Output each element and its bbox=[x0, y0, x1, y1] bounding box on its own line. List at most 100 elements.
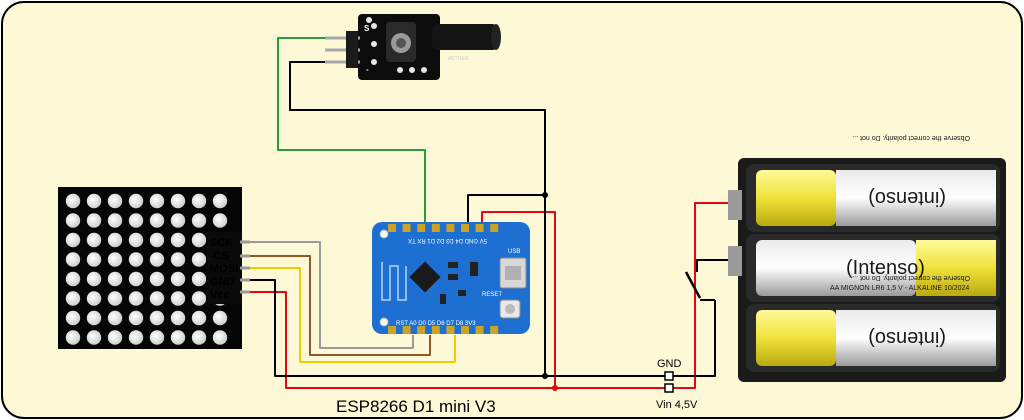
battery-cell: (Intenso)AA MIGNON LR6 1,5 V - ALKALINE … bbox=[746, 234, 1000, 302]
led-dot bbox=[149, 271, 165, 287]
led-dot bbox=[170, 252, 186, 267]
led-dot bbox=[149, 310, 165, 326]
led-dot bbox=[149, 291, 165, 306]
board-pin bbox=[446, 326, 455, 334]
wire-black-sensor bbox=[289, 61, 546, 228]
led-dot bbox=[107, 330, 123, 345]
terminal-gnd bbox=[664, 371, 674, 381]
led-dot bbox=[107, 271, 123, 287]
junction-dot bbox=[542, 192, 548, 198]
board-pin bbox=[417, 326, 426, 334]
led-dot bbox=[170, 232, 186, 248]
board-pin bbox=[388, 224, 396, 232]
board-pin bbox=[402, 224, 411, 232]
led-dot bbox=[86, 193, 102, 209]
led-dot bbox=[86, 232, 102, 248]
led-dot bbox=[191, 252, 207, 267]
led-dot bbox=[65, 330, 81, 345]
junction-dot bbox=[552, 385, 558, 391]
battery-brand: (Intenso) bbox=[846, 257, 925, 279]
led-dot bbox=[65, 193, 81, 209]
led-dot bbox=[86, 291, 102, 306]
led-dot bbox=[191, 330, 207, 345]
led-dot bbox=[191, 271, 207, 287]
led-dot bbox=[86, 252, 102, 267]
battery-brand: (intenso) bbox=[868, 187, 946, 209]
board-pin bbox=[446, 224, 455, 232]
board-pin bbox=[402, 326, 411, 334]
matrix-pin-labels: SCK -CS MOSI GND Vcc bbox=[210, 237, 238, 301]
wire-grey-sck bbox=[248, 241, 414, 349]
board-pin bbox=[490, 326, 499, 334]
terminals: GND Vin 4,5V bbox=[656, 358, 698, 411]
led-dot bbox=[170, 310, 186, 326]
wire-red-board bbox=[481, 211, 556, 388]
led-dot bbox=[191, 232, 207, 248]
led-dot bbox=[86, 271, 102, 287]
wire-red-battery bbox=[668, 202, 745, 389]
led-dot bbox=[149, 213, 165, 228]
battery-cell: (intenso)Observe the correct polarity. D… bbox=[746, 274, 1000, 372]
terminal-gnd-label: GND bbox=[657, 358, 682, 370]
led-dot bbox=[128, 271, 144, 287]
board-pin bbox=[431, 224, 440, 232]
terminal-vin bbox=[664, 383, 674, 393]
led-dot bbox=[191, 310, 207, 326]
pin-label-mosi: MOSI bbox=[210, 263, 238, 275]
led-dot bbox=[149, 232, 165, 248]
wire-yellow-mosi bbox=[248, 267, 456, 363]
wire-black-bus bbox=[248, 279, 668, 377]
led-dot bbox=[107, 291, 123, 306]
led-dot bbox=[128, 330, 144, 345]
board-pin bbox=[461, 326, 469, 334]
matrix-pin-block bbox=[206, 232, 242, 304]
led-dot bbox=[65, 291, 81, 306]
led-dot bbox=[149, 252, 165, 267]
wire-green bbox=[277, 37, 426, 230]
board-pin bbox=[431, 326, 440, 334]
board-pin bbox=[417, 224, 426, 232]
led-dot bbox=[149, 193, 165, 209]
battery-cell: (intenso)Observe the correct polarity. D… bbox=[746, 134, 1000, 232]
led-dot bbox=[128, 291, 144, 306]
power-switch bbox=[684, 266, 715, 301]
led-dot bbox=[107, 232, 123, 248]
led-dot bbox=[170, 271, 186, 287]
tilt-sensor-module: S - AETHER bbox=[325, 14, 501, 80]
led-dot bbox=[86, 330, 102, 345]
battery-note: Observe the correct polarity. Do not ... bbox=[852, 274, 970, 281]
led-dot bbox=[212, 330, 228, 345]
pin-label-gnd: GND bbox=[210, 276, 235, 288]
sensor-pin-minus: - bbox=[366, 65, 369, 74]
board-pin bbox=[461, 224, 469, 232]
board-pin bbox=[388, 326, 396, 334]
board-bottom-pins bbox=[388, 326, 499, 334]
led-dot bbox=[191, 291, 207, 306]
led-dot bbox=[86, 213, 102, 228]
board-top-pin-labels: 5V GND D4 D3 D2 D1 RX TX bbox=[408, 237, 487, 243]
reset-label: RESET bbox=[482, 292, 502, 298]
led-dot bbox=[149, 330, 165, 345]
led-dot bbox=[65, 252, 81, 267]
wire-black-battery bbox=[668, 300, 716, 377]
led-dot bbox=[128, 252, 144, 267]
usb-label: USB bbox=[508, 249, 520, 255]
led-dot bbox=[86, 310, 102, 326]
pin-label-sck: SCK bbox=[210, 237, 233, 249]
led-matrix-module: SCK -CS MOSI GND Vcc bbox=[58, 187, 250, 349]
board-pin bbox=[490, 224, 499, 232]
junction-dot bbox=[542, 373, 548, 379]
wire-brown-cs bbox=[248, 255, 431, 356]
led-dot bbox=[212, 213, 228, 228]
antenna-trace bbox=[381, 262, 407, 301]
led-dot bbox=[128, 193, 144, 209]
board-top-pins bbox=[388, 224, 499, 232]
pin-label-vcc: Vcc bbox=[210, 289, 230, 301]
led-dot bbox=[107, 193, 123, 209]
led-dot bbox=[191, 213, 207, 228]
battery-contact-top bbox=[728, 190, 742, 220]
led-dot bbox=[191, 193, 207, 209]
sensor-brand: AETHER bbox=[448, 56, 469, 62]
